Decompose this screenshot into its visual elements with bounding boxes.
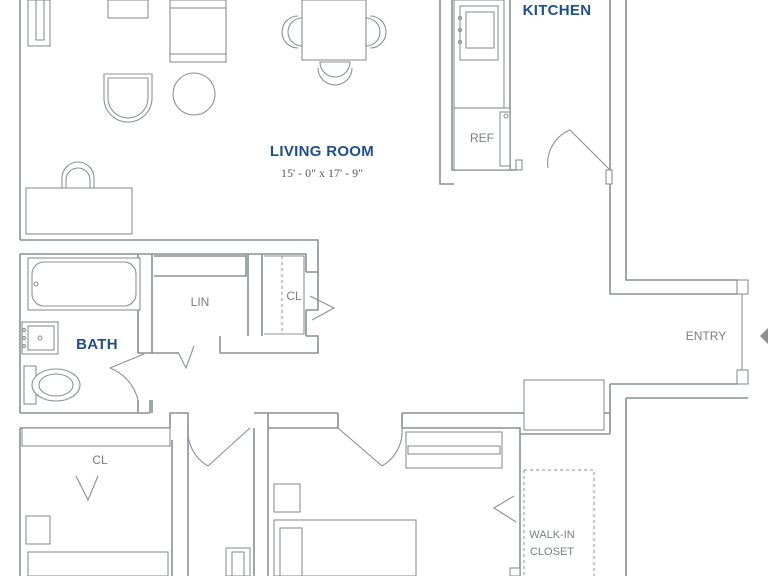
- kitchen-title: KITCHEN: [523, 2, 592, 19]
- living-room-furniture: [25, 0, 387, 235]
- hall-closet-label: CL: [286, 289, 302, 303]
- kitchen-fixtures: [453, 0, 613, 185]
- bath-fixtures: [21, 257, 145, 405]
- walls: [19, 0, 749, 576]
- bedroom-furniture: [25, 483, 417, 576]
- ref-label: REF: [470, 131, 494, 145]
- linen-closet-label: LIN: [191, 295, 210, 309]
- bath-title: BATH: [76, 336, 118, 353]
- living-room-dimensions: 15' - 0" x 17' - 9": [281, 166, 363, 180]
- bedroom-closet-label: CL: [92, 453, 108, 467]
- entry-label: ENTRY: [686, 329, 726, 343]
- walkin-closet-label-1: WALK-IN: [529, 529, 574, 541]
- living-room-title: LIVING ROOM: [270, 143, 374, 160]
- hall-doors: [187, 427, 403, 467]
- entry-arrow-icon: [760, 328, 768, 344]
- walkin-closet-label-2: CLOSET: [530, 546, 574, 558]
- closets: [21, 255, 605, 576]
